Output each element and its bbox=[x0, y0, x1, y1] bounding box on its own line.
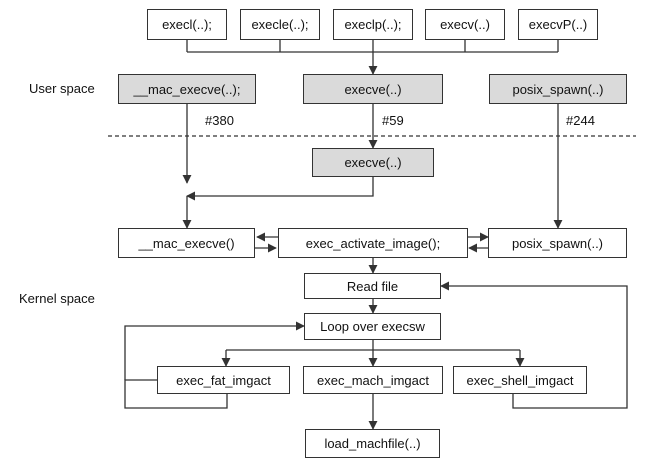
syscall-244-label: #244 bbox=[566, 113, 595, 128]
arrow-loop-back-to-execsw bbox=[124, 321, 305, 380]
exec-fat-imgact-box: exec_fat_imgact bbox=[157, 366, 290, 394]
execlp-box: execlp(..); bbox=[333, 9, 413, 40]
arrow-shell-back-to-read-file bbox=[440, 281, 628, 409]
exec-shell-imgact-box: exec_shell_imgact bbox=[453, 366, 587, 394]
posix-spawn-kernel-box: posix_spawn(..) bbox=[488, 228, 627, 258]
syscall-380-label: #380 bbox=[205, 113, 234, 128]
posix-spawn-user-box: posix_spawn(..) bbox=[489, 74, 627, 104]
mac-execve-user-box: __mac_execve(..); bbox=[118, 74, 256, 104]
execve-kernel-box: execve(..) bbox=[312, 148, 434, 177]
execvp-box: execvP(..) bbox=[518, 9, 598, 40]
load-machfile-box: load_machfile(..) bbox=[305, 429, 440, 458]
kernel-space-label: Kernel space bbox=[19, 291, 95, 306]
mac-execve-kernel-box: __mac_execve() bbox=[118, 228, 255, 258]
syscall-59-label: #59 bbox=[382, 113, 404, 128]
execve-user-box: execve(..) bbox=[303, 74, 443, 104]
user-space-label: User space bbox=[29, 81, 95, 96]
execl-box: execl(..); bbox=[147, 9, 227, 40]
execv-box: execv(..) bbox=[425, 9, 505, 40]
exec-activate-image-box: exec_activate_image(); bbox=[278, 228, 468, 258]
libcall-drop-lines bbox=[186, 40, 559, 52]
execle-box: execle(..); bbox=[240, 9, 320, 40]
fat-imgact-loop-back bbox=[124, 379, 228, 409]
arrow-execve-to-mac-execve bbox=[186, 177, 374, 201]
loop-over-execsw-box: Loop over execsw bbox=[304, 313, 441, 340]
exec-mach-imgact-box: exec_mach_imgact bbox=[303, 366, 443, 394]
read-file-box: Read file bbox=[304, 273, 441, 299]
